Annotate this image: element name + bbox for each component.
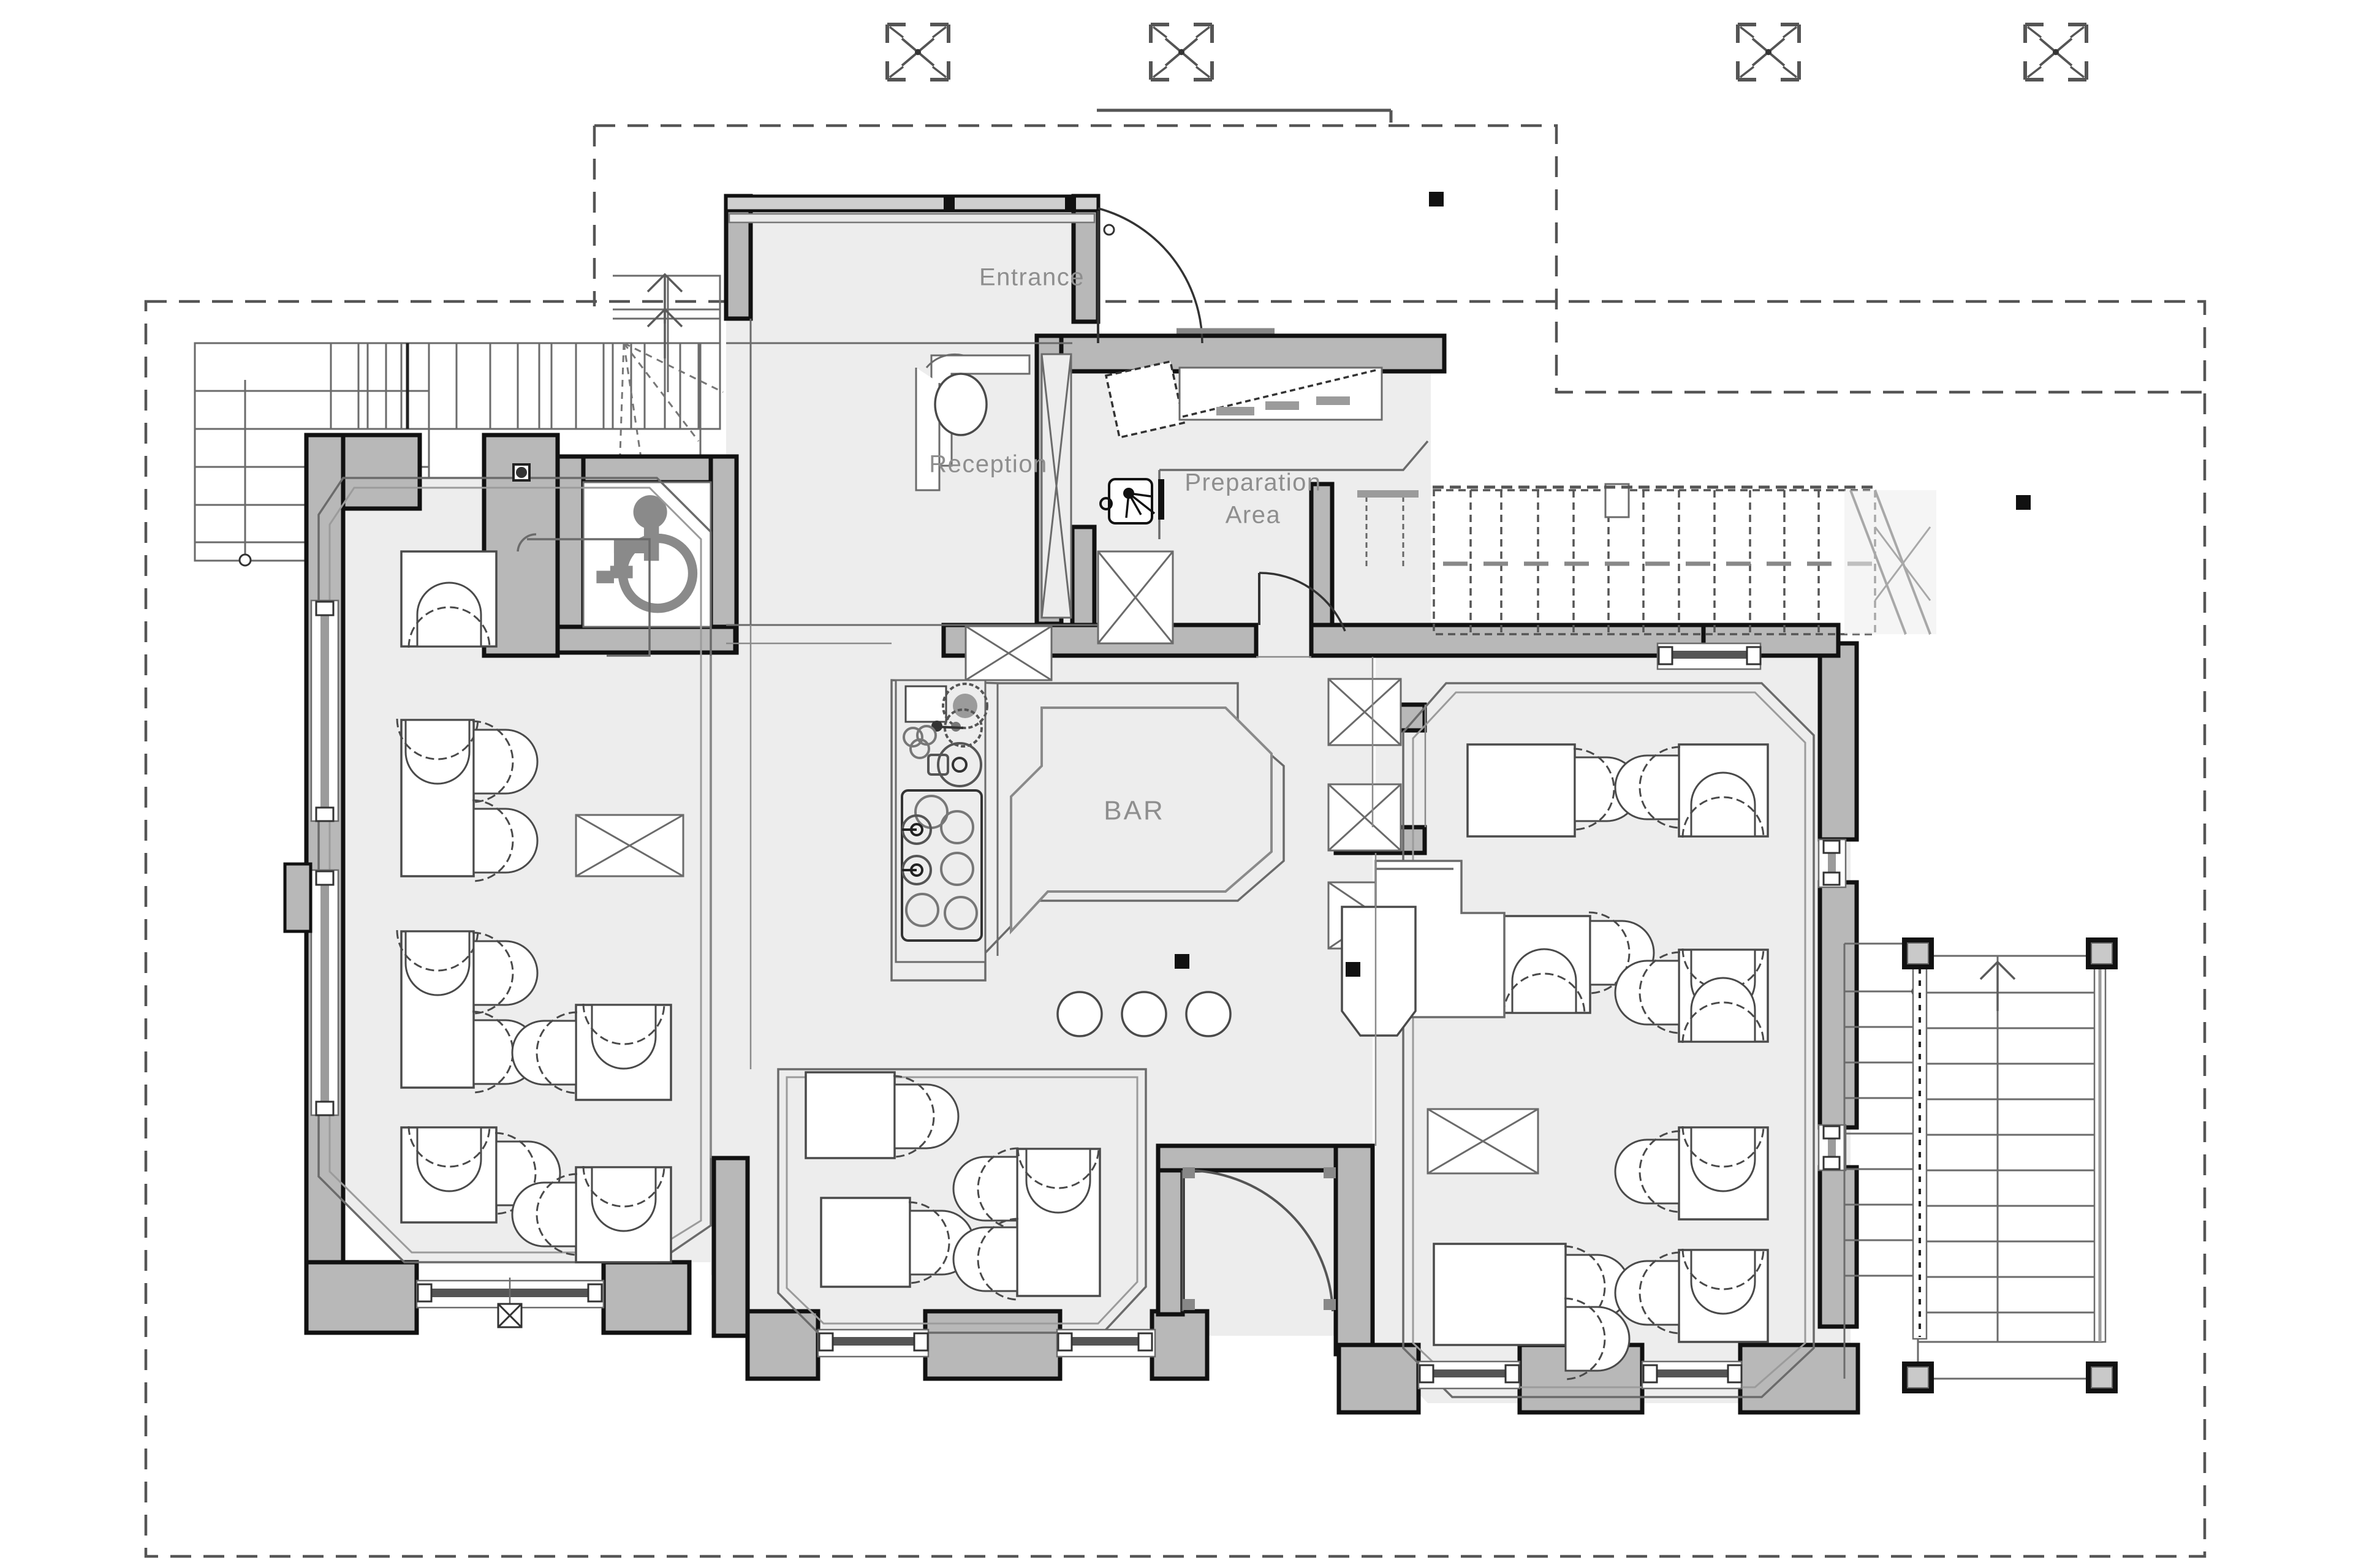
upper-left-landing <box>612 275 721 430</box>
table-group <box>1466 743 1640 838</box>
table-group <box>820 1197 975 1288</box>
table-group <box>805 1071 960 1159</box>
table-group <box>1614 743 1769 839</box>
table-group <box>1614 947 1769 1044</box>
bar-stool <box>1185 991 1232 1037</box>
table-group <box>1614 1248 1769 1343</box>
table-group <box>511 1165 672 1263</box>
table-group <box>511 1002 672 1101</box>
window-center-bottom <box>817 1328 1156 1358</box>
site-boundary-upper <box>593 124 2205 394</box>
table-group <box>396 929 539 1094</box>
right-dining-booth <box>1341 906 1417 1037</box>
column-marker <box>512 192 2031 977</box>
table-group <box>1433 1243 1631 1381</box>
center-door-swing <box>1181 1167 1336 1312</box>
bar-stool <box>1121 991 1167 1037</box>
detail-lines <box>710 625 1427 1158</box>
room-label-preparation-line1: Preparation <box>1184 469 1321 496</box>
wc-shaft-hatch <box>1040 353 1072 619</box>
window-right-top <box>1656 642 1762 670</box>
pier-icon <box>2085 1361 2118 1394</box>
bar-backcounter-fixtures <box>895 679 988 963</box>
table-group <box>1614 1125 1769 1221</box>
pier-icon <box>1901 1361 1934 1394</box>
table-group <box>396 718 539 882</box>
window-right-bottom <box>1417 1360 1743 1390</box>
prep-area-equipment <box>1097 360 1429 645</box>
interior-stair-upper-right <box>1433 483 1936 635</box>
window-right-wall <box>1817 838 1847 1172</box>
table-group <box>400 1125 561 1224</box>
site-boundary-main <box>144 300 2207 1558</box>
site-boundary-corner-tick <box>1097 108 1393 123</box>
table-group <box>1500 911 1655 1015</box>
window-left-wall <box>283 599 339 1116</box>
entrance-door-swing <box>1097 207 1275 344</box>
building-walls <box>304 194 1860 1415</box>
bar-counter <box>890 679 1285 982</box>
room-label-bar: BAR <box>1104 796 1164 826</box>
pier-icon <box>1901 937 1934 970</box>
roof-hatch-lines-left <box>618 342 724 515</box>
node-dot <box>516 467 527 478</box>
pier-icon <box>2085 937 2118 970</box>
wheelchair-icon <box>596 495 698 613</box>
reception-desk <box>915 353 1031 491</box>
room-label-reception: Reception <box>929 451 1048 478</box>
bar-stool <box>1056 991 1103 1037</box>
table-group <box>400 550 498 649</box>
window-left-bottom <box>415 1278 605 1328</box>
room-label-entrance: Entrance <box>979 264 1085 291</box>
room-label-preparation-line2: Area <box>1226 502 1281 529</box>
table-group <box>952 1146 1101 1301</box>
exterior-stair-right <box>1843 937 2118 1394</box>
entrance-glazing <box>724 194 1100 224</box>
